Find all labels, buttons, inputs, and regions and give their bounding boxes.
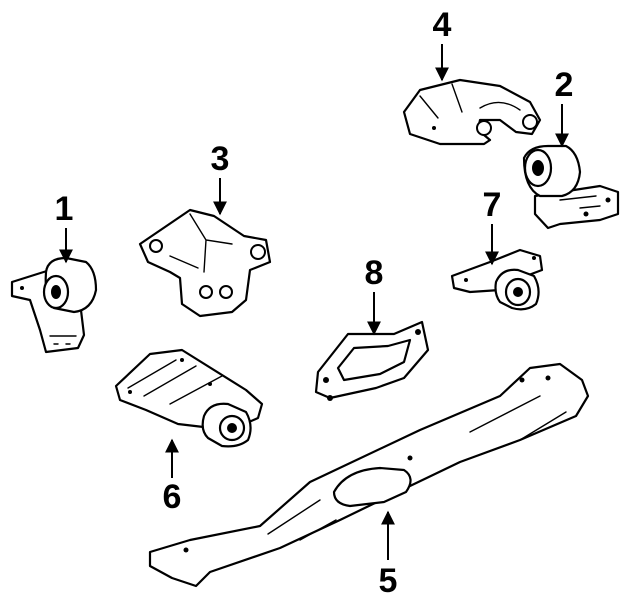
leader-lines — [59, 44, 569, 560]
part-6-transmission-mount[interactable] — [114, 348, 264, 448]
part-3-bracket[interactable] — [138, 208, 272, 318]
part-2-engine-mount[interactable] — [522, 144, 620, 230]
part-8-mounting-plate[interactable] — [314, 320, 430, 401]
part-4-mount-bracket[interactable] — [402, 78, 542, 146]
callout-7: 7 — [483, 186, 502, 224]
callout-1: 1 — [55, 190, 74, 228]
part-1-engine-mount[interactable] — [10, 256, 98, 354]
callout-4: 4 — [433, 6, 452, 44]
callout-6: 6 — [163, 478, 182, 516]
part-7-small-mount[interactable] — [450, 248, 544, 311]
callout-3: 3 — [211, 140, 230, 178]
callout-5: 5 — [379, 562, 398, 600]
callout-numbers: 1 2 3 4 5 6 7 8 — [55, 6, 574, 600]
callout-8: 8 — [365, 254, 384, 292]
callout-2: 2 — [555, 66, 574, 104]
part-5-crossmember[interactable] — [148, 362, 590, 588]
